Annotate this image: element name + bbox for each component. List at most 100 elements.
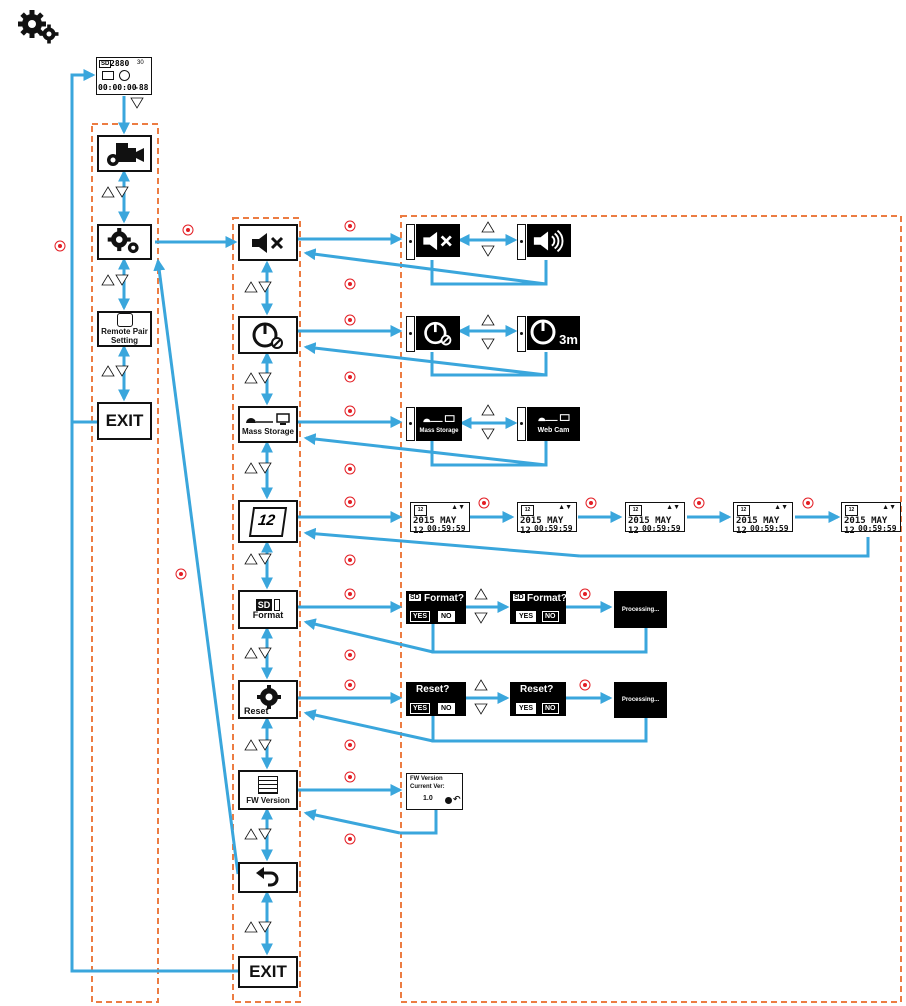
main-menu-remote-pair[interactable]: Remote Pair Setting bbox=[97, 311, 152, 347]
scroll-indicator bbox=[406, 316, 415, 352]
usb-icon bbox=[246, 413, 290, 425]
usb-label: Mass Storage bbox=[241, 427, 295, 436]
sd-card-icon: SD bbox=[255, 599, 273, 611]
firmware-info-screen: FW Version Current Ver: 1.0 ↶ bbox=[406, 773, 463, 810]
setup-item-date[interactable]: 12 bbox=[238, 500, 298, 543]
option-mute-on[interactable] bbox=[416, 224, 460, 257]
mute-icon bbox=[252, 232, 284, 253]
ok-markers bbox=[54, 220, 814, 845]
power-icon bbox=[530, 319, 556, 345]
setup-menu-frame bbox=[232, 217, 301, 1003]
exit-label: EXIT bbox=[105, 411, 144, 430]
web-cam-label: Web Cam bbox=[537, 427, 570, 434]
video-settings-icon bbox=[106, 142, 144, 166]
adjust-arrows-icon: ▲▼ bbox=[558, 504, 572, 511]
calendar-icon: 12 bbox=[845, 505, 858, 516]
date-value: 2015 MAY 12 bbox=[844, 516, 888, 536]
date-value: 2015 MAY 12 bbox=[628, 516, 672, 536]
date-screen[interactable]: 12 ▲▼ 2015 MAY 12 00:59:59 bbox=[410, 502, 470, 536]
setup-item-back[interactable] bbox=[238, 862, 298, 893]
scroll-indicator bbox=[406, 407, 415, 441]
scroll-indicator bbox=[517, 224, 526, 260]
back-icon: ↶ bbox=[453, 794, 461, 804]
format-question: Format? bbox=[527, 593, 567, 604]
yes-option[interactable]: YES bbox=[410, 703, 431, 714]
option-auto-off-3m[interactable]: 3m bbox=[527, 316, 580, 350]
date-screen[interactable]: 12 ▲▼ 2015 MAY 12 00:59:59 bbox=[625, 502, 685, 536]
settings-header-icon bbox=[18, 10, 60, 44]
counter-readout: -88 bbox=[134, 83, 149, 92]
date-screen[interactable]: 12 ▲▼ 2015 MAY 12 00:59:59 bbox=[841, 502, 901, 536]
time-value: 00:59:59 bbox=[642, 524, 681, 533]
setup-item-firmware[interactable]: FW Version bbox=[238, 770, 298, 810]
format-confirm-yes[interactable]: SD Format? YES NO bbox=[510, 591, 567, 624]
setup-item-mute[interactable] bbox=[238, 224, 298, 261]
reset-confirm-yes[interactable]: Reset? YES NO bbox=[510, 682, 566, 716]
no-option[interactable]: NO bbox=[438, 703, 455, 714]
setup-item-usb[interactable]: Mass Storage bbox=[238, 406, 298, 443]
mute-icon bbox=[423, 231, 452, 250]
main-menu-video-settings[interactable] bbox=[97, 135, 152, 172]
back-icon bbox=[256, 866, 279, 886]
format-confirm-no[interactable]: SD Format? YES NO bbox=[406, 591, 466, 624]
option-mass-storage[interactable]: Mass Storage bbox=[416, 407, 462, 441]
adjust-arrows-icon: ▲▼ bbox=[774, 504, 788, 511]
calendar-icon: 12 bbox=[248, 506, 288, 537]
usb-icon bbox=[537, 414, 570, 422]
firmware-label: FW Version bbox=[246, 795, 290, 805]
processing-text: Processing... bbox=[621, 606, 660, 613]
no-option[interactable]: NO bbox=[542, 703, 559, 714]
setup-item-format[interactable]: SD Format bbox=[238, 590, 298, 629]
remote-icon bbox=[116, 313, 133, 327]
option-web-cam[interactable]: Web Cam bbox=[527, 407, 580, 441]
main-menu-settings[interactable] bbox=[97, 224, 152, 260]
camera-mode-icon bbox=[102, 71, 114, 80]
adjust-arrows-icon: ▲▼ bbox=[882, 504, 896, 511]
auto-power-off-icon bbox=[252, 322, 283, 349]
yes-option[interactable]: YES bbox=[516, 703, 537, 714]
fw-current-label: Current Ver: bbox=[410, 784, 445, 790]
scroll-indicator bbox=[406, 224, 415, 260]
calendar-icon: 12 bbox=[521, 505, 534, 516]
date-value: 2015 MAY 12 bbox=[520, 516, 564, 536]
auto-off-unit: 3m bbox=[559, 331, 578, 347]
option-auto-off-disabled[interactable] bbox=[416, 316, 460, 350]
adjust-arrows-icon: ▲▼ bbox=[666, 504, 680, 511]
sd-card-icon: SD bbox=[513, 594, 525, 601]
scroll-indicator bbox=[517, 316, 526, 352]
date-value: 2015 MAY 12 bbox=[736, 516, 780, 536]
calendar-icon: 12 bbox=[629, 505, 642, 516]
processing-text: Processing... bbox=[621, 697, 660, 703]
exit-label: EXIT bbox=[249, 962, 287, 981]
no-option[interactable]: NO bbox=[542, 611, 559, 622]
date-screen[interactable]: 12 ▲▼ 2015 MAY 12 00:59:59 bbox=[733, 502, 793, 536]
reset-question: Reset? bbox=[416, 684, 450, 695]
yes-option[interactable]: YES bbox=[516, 611, 537, 622]
setup-item-exit[interactable]: EXIT bbox=[238, 956, 298, 988]
date-screen[interactable]: 12 ▲▼ 2015 MAY 12 00:59:59 bbox=[517, 502, 577, 536]
setup-item-reset[interactable]: Reset bbox=[238, 680, 298, 719]
camera-status-screen: SD 2880 30 00:00:00 -88 bbox=[96, 57, 152, 95]
time-value: 00:59:59 bbox=[858, 524, 897, 533]
time-value: 00:59:59 bbox=[427, 524, 466, 533]
ok-button-icon bbox=[445, 797, 452, 804]
format-processing: Processing... bbox=[614, 591, 667, 628]
button-hints bbox=[101, 97, 495, 933]
speaker-icon bbox=[533, 229, 564, 252]
usb-icon bbox=[423, 414, 455, 422]
time-value: 00:59:59 bbox=[534, 524, 573, 533]
reset-question: Reset? bbox=[520, 684, 554, 695]
time-readout: 00:00:00 bbox=[98, 83, 137, 92]
record-icon bbox=[119, 70, 130, 81]
reset-confirm-no[interactable]: Reset? YES NO bbox=[406, 682, 466, 716]
main-menu-exit[interactable]: EXIT bbox=[97, 402, 152, 440]
adjust-arrows-icon: ▲▼ bbox=[451, 504, 465, 511]
setup-item-auto-off[interactable] bbox=[238, 316, 298, 354]
fw-version-value: 1.0 bbox=[423, 795, 433, 802]
yes-option[interactable]: YES bbox=[410, 611, 431, 622]
no-option[interactable]: NO bbox=[438, 611, 455, 622]
option-sound-on[interactable] bbox=[527, 224, 571, 257]
resolution-readout: 2880 bbox=[110, 59, 130, 68]
gear-icon bbox=[257, 685, 281, 709]
date-value: 2015 MAY 12 bbox=[413, 516, 457, 536]
